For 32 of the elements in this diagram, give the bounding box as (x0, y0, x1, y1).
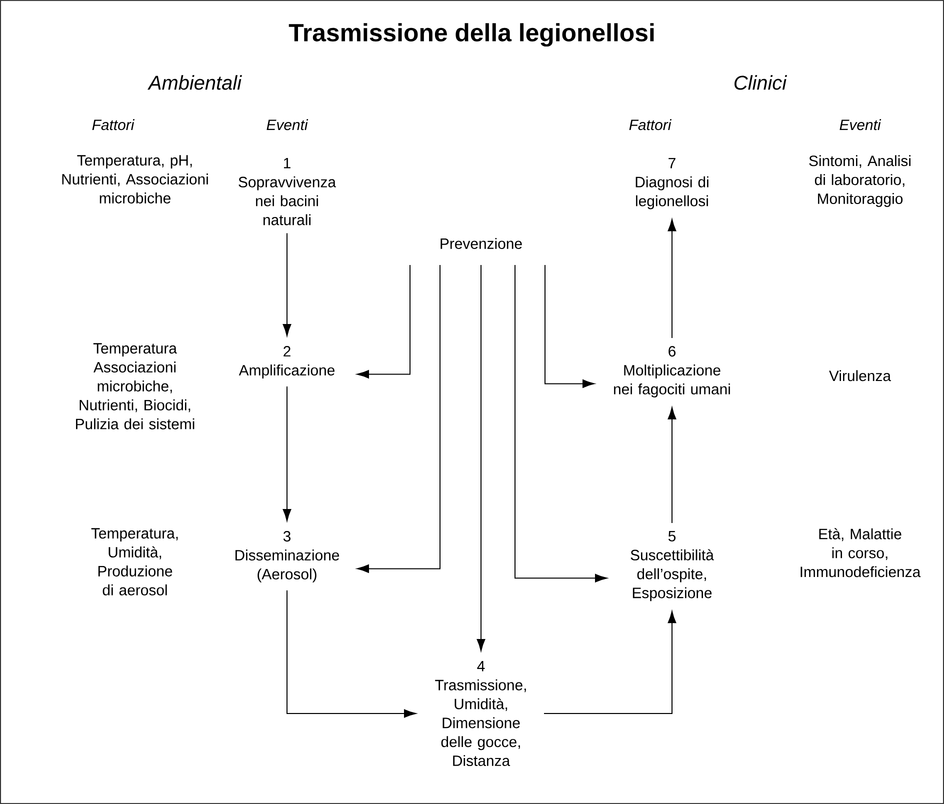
event-text: 6 Moltiplicazione nei fagociti umani (614, 346, 730, 398)
factor-text: Temperatura Associazioni microbiche, Nutrienti, Biocidi, Pulizia dei sistemi (76, 343, 194, 430)
column-heading: Eventi (266, 119, 308, 130)
column-heading: Eventi (840, 119, 882, 130)
group-heading: Clinici (734, 75, 787, 90)
factor-text: Temperatura, Umidità, Produzione di aerosol (91, 528, 178, 596)
arrow (282, 386, 292, 522)
arrow (356, 264, 440, 573)
event-text: 5 Suscettibilità dell’ospite, Esposizione (630, 531, 714, 602)
arrow (668, 219, 676, 338)
arrow (514, 264, 608, 582)
factor-text: Temperatura, pH, Nutrienti, Associazioni microbiche (62, 155, 208, 204)
title: Trasmissione della legionellosi (288, 23, 654, 46)
arrow (286, 590, 416, 718)
factor-text: Età, Malattie in corso, Immunodeficienza (800, 528, 921, 578)
arrow (282, 232, 292, 336)
factor-text: Sintomi, Analisi di laboratorio, Monitoraggio (809, 155, 910, 207)
arrow (544, 611, 676, 714)
event-text: 4 Trasmissione, Umidità, Dimensione delle gocce, Distanza (435, 661, 526, 766)
arrow (668, 407, 676, 524)
group-heading: Ambientali (148, 75, 242, 90)
column-heading: Fattori (92, 119, 135, 130)
arrow (544, 264, 595, 388)
event-text: 3 Disseminazione (Aerosol) (235, 531, 340, 582)
arrow (356, 264, 410, 378)
column-heading: Fattori (629, 119, 672, 130)
arrow (476, 264, 486, 652)
node-text: Prevenzione (440, 238, 522, 249)
event-text: 1 Sopravvivenza nei bacini naturali (238, 158, 336, 226)
event-text: 2 Amplificazione (238, 346, 334, 378)
event-text: 7 Diagnosi di legionellosi (636, 158, 708, 210)
factor-text: Virulenza (829, 370, 891, 382)
